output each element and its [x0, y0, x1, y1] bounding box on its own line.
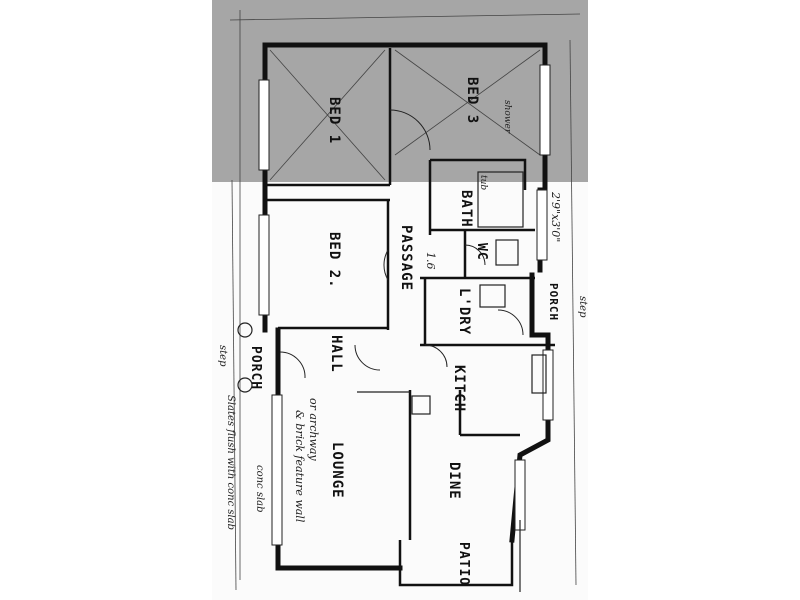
room-porch-left: PORCH [248, 346, 263, 390]
note-feature-wall: & brick feature wall [293, 410, 306, 523]
room-patio: PATIO [456, 542, 471, 586]
room-hall: HALL [328, 335, 344, 373]
room-kitch: KITCH [451, 365, 467, 412]
windows [258, 64, 554, 546]
room-passage: PASSAGE [398, 225, 414, 291]
room-lounge: LOUNGE [329, 442, 345, 499]
room-labels: BED 1 BED 3 BATH BED 2. PASSAGE WC L'DRY… [248, 77, 560, 586]
note-step-right: step [577, 296, 588, 318]
room-ldry: L'DRY [456, 288, 472, 335]
room-bed1: BED 1 [326, 97, 342, 144]
room-bed2: BED 2. [326, 232, 342, 289]
note-slates: Slates flush with conc slab [225, 395, 236, 530]
note-tub: tub [478, 175, 488, 190]
room-porch-right: PORCH [547, 283, 560, 321]
doors [279, 109, 524, 379]
handwritten-notes: 2'9"x3'0" 1.6 step step or archway & bri… [217, 100, 588, 530]
note-shower: shower [502, 100, 512, 134]
ceiling-diagonals [269, 49, 541, 181]
dimension-lines [229, 10, 581, 591]
note-conc-slab: conc slab [254, 465, 265, 513]
room-dine: DINE [446, 462, 462, 500]
note-step-left: step [217, 345, 228, 367]
room-wc: WC [474, 243, 489, 261]
note-dim-16: 1.6 [424, 252, 437, 270]
fixtures [237, 171, 547, 592]
note-arch: or archway [307, 398, 320, 461]
room-bath: BATH [458, 190, 474, 228]
note-window-size: 2'9"x3'0" [549, 191, 562, 242]
room-bed3: BED 3 [464, 77, 480, 124]
interior-walls [265, 48, 555, 540]
